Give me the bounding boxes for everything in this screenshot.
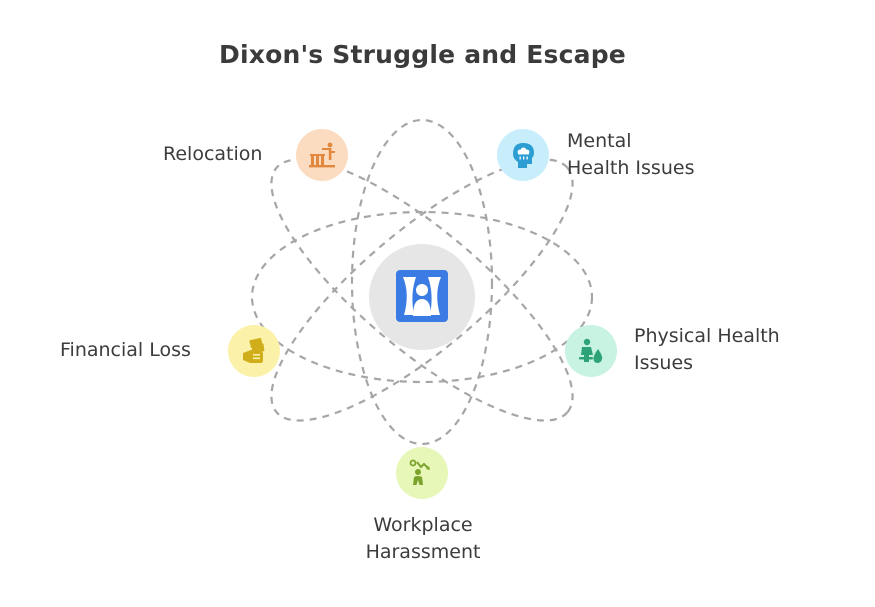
relocation-icon [309,142,335,168]
physical-health-icon [579,338,603,363]
workplace-harassment-node [396,447,448,499]
workplace-harassment-icon [409,459,430,485]
workplace-harassment-label: Workplace Harassment [359,512,487,566]
person-spotlight-icon [396,270,448,322]
financial-loss-node [228,325,280,377]
workplace-harassment-label-line-1: Workplace [373,514,473,536]
relocation-label-line-1: Relocation [163,143,263,165]
relocation-node [296,129,348,181]
orbit-diagonal-b [270,158,574,422]
physical-health-node [565,325,617,377]
mental-health-label-line-2: Health Issues [567,157,695,179]
brain-cloud-icon [513,143,534,168]
physical-health-label: Physical Health Issues [634,323,780,377]
mental-health-node [497,129,549,181]
mental-health-label: Mental Health Issues [567,128,694,182]
physical-health-label-line-1: Physical Health [634,325,780,347]
financial-loss-label-line-1: Financial Loss [60,339,191,361]
mental-health-label-line-1: Mental [567,130,632,152]
diagram-title: Dixon's Struggle and Escape [219,40,626,69]
physical-health-label-line-2: Issues [634,352,694,374]
orbit-horizontal [250,210,594,384]
orbit-vertical [350,118,494,446]
money-hand-icon [243,338,265,363]
financial-loss-label: Financial Loss [60,337,191,364]
relocation-label: Relocation [163,141,262,168]
workplace-harassment-label-line-2: Harassment [365,541,481,563]
